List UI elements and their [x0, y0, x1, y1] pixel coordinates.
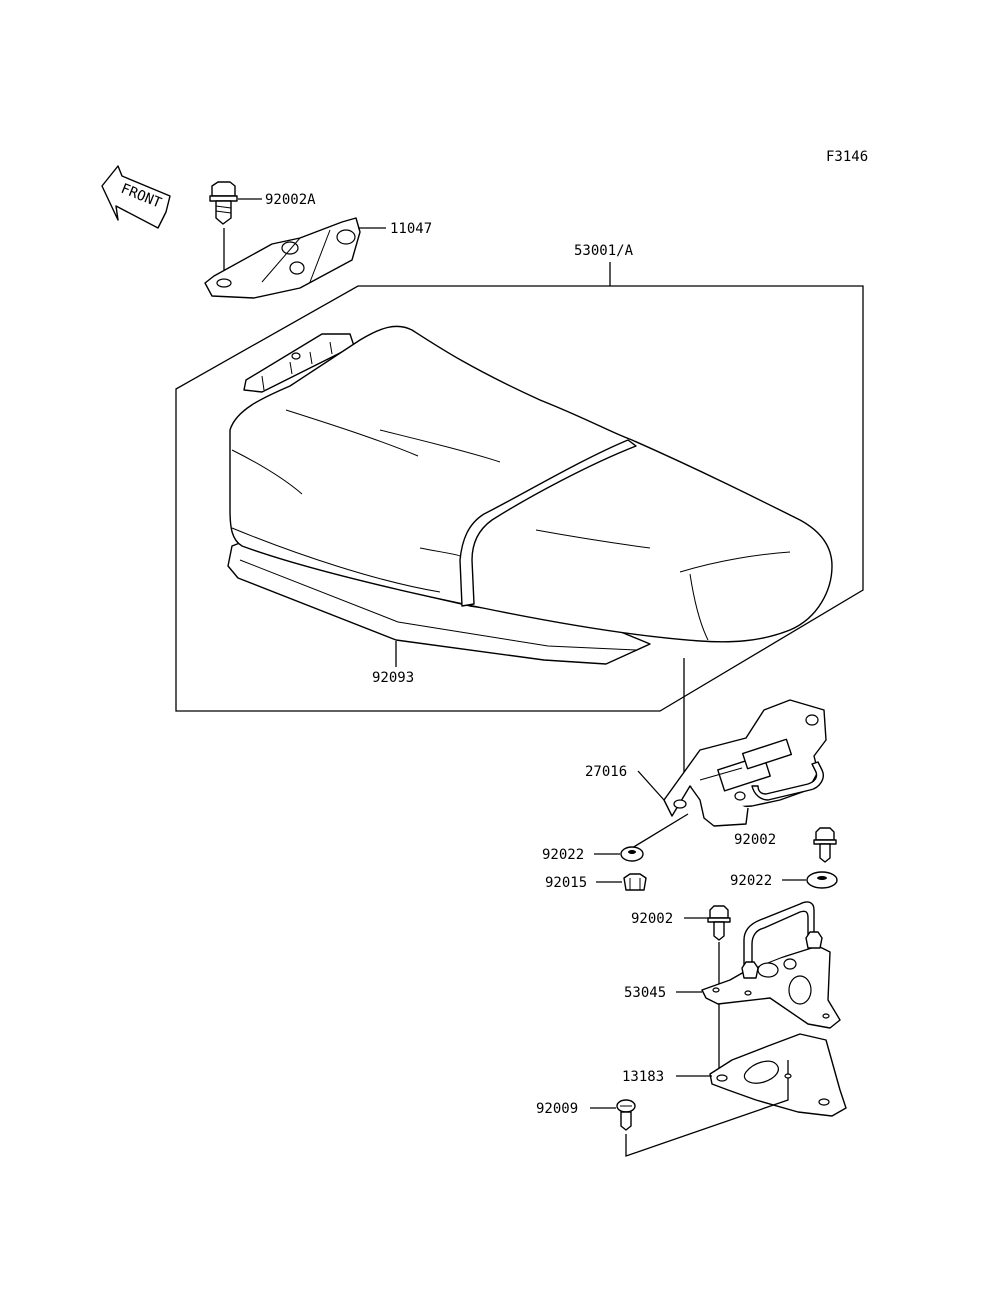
- nut-92015-icon: [623, 873, 647, 891]
- seat-assembly-frame: [175, 285, 864, 712]
- callout-92022-right: 92022: [730, 873, 772, 889]
- callout-27016: 27016: [585, 764, 627, 780]
- screw-92009-icon: [616, 1099, 636, 1131]
- washer-92022-left-icon: [620, 846, 644, 862]
- callout-92093: 92093: [372, 670, 414, 686]
- seat-53001a-icon: [227, 325, 833, 665]
- callout-13183: 13183: [622, 1069, 664, 1085]
- callout-53045: 53045: [624, 985, 666, 1001]
- callout-92002A: 92002A: [265, 192, 316, 208]
- bolt-92002a-icon: [209, 181, 238, 225]
- callout-92002-right: 92002: [734, 832, 776, 848]
- washer-92022-right-icon: [806, 871, 838, 889]
- callout-92022-left: 92022: [542, 847, 584, 863]
- latch-27016-icon: [663, 699, 827, 827]
- bolt-92002-mid-icon: [707, 905, 731, 941]
- bracket-53045-icon: [701, 901, 841, 1029]
- bolt-92002-right-icon: [813, 827, 837, 863]
- callout-92009: 92009: [536, 1101, 578, 1117]
- callout-92002-mid: 92002: [631, 911, 673, 927]
- callout-53001A: 53001/A: [574, 243, 634, 259]
- plate-13183-icon: [709, 1033, 847, 1117]
- callout-92015: 92015: [545, 875, 587, 891]
- front-arrow-icon: FRONT: [101, 165, 171, 229]
- figure-code: F3146: [826, 149, 868, 165]
- bracket-11047-icon: [204, 217, 361, 299]
- callout-11047: 11047: [390, 221, 432, 237]
